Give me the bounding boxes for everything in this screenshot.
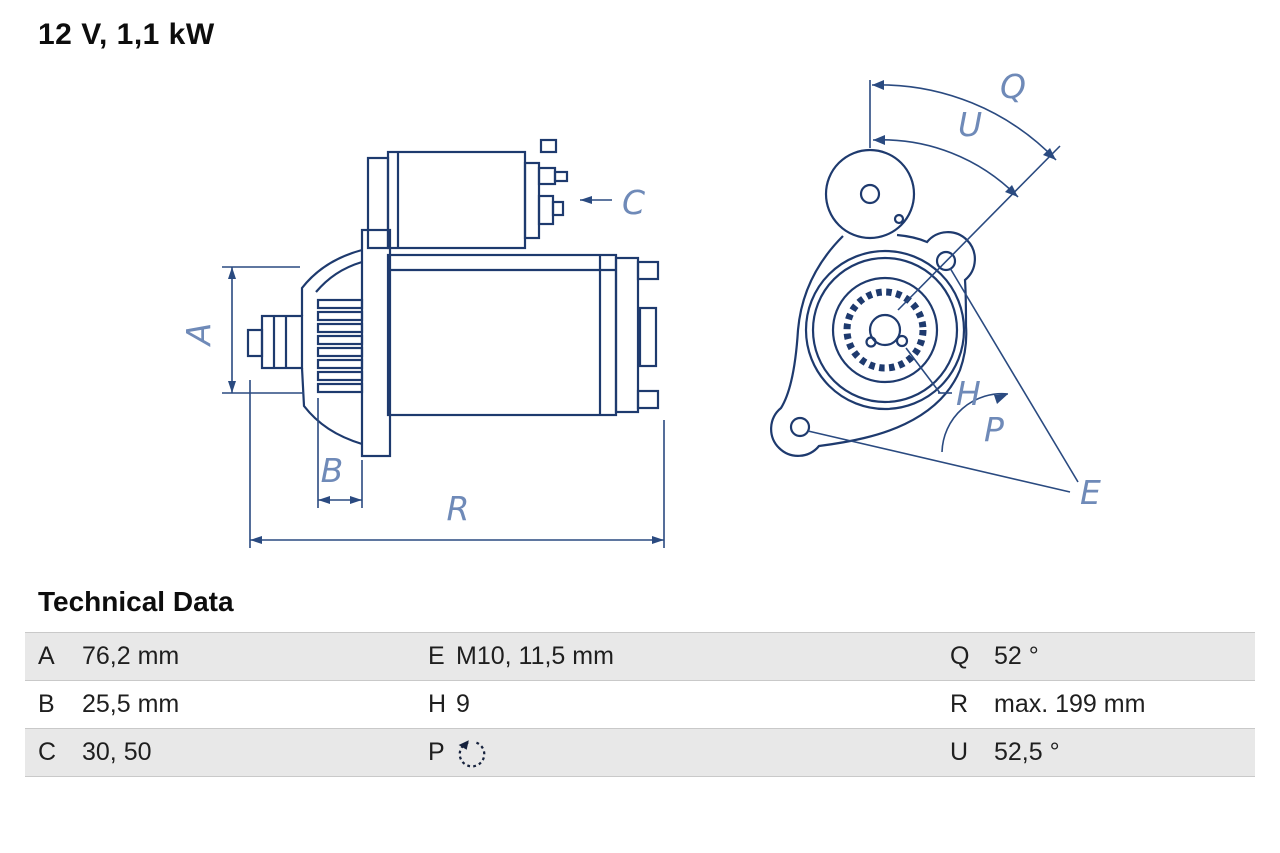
pointer-h xyxy=(905,347,952,394)
gear-ring xyxy=(843,288,927,372)
drive-housing xyxy=(300,248,363,446)
dim-label-c: C xyxy=(622,183,645,222)
pointer-e-lines xyxy=(807,267,1079,493)
angle-u-arc xyxy=(872,135,1019,198)
dim-label-p: P xyxy=(984,410,1004,449)
param-value: 76,2 mm xyxy=(82,642,180,670)
param-key: H xyxy=(428,690,447,718)
table-cell-h: H 9 xyxy=(415,681,937,728)
bolt-hole-lower xyxy=(789,416,811,438)
param-value: 9 xyxy=(456,690,470,718)
dim-label-a: A xyxy=(179,323,218,348)
mount-flange xyxy=(360,228,392,458)
param-value: M10, 11,5 mm xyxy=(456,642,614,670)
mounting-plate xyxy=(770,231,976,457)
solenoid xyxy=(366,138,569,250)
bolt-hole-right xyxy=(935,250,957,272)
side-view-dimensions xyxy=(222,196,665,548)
power-rating-title: 12 V, 1,1 kW xyxy=(38,18,215,51)
param-key: A xyxy=(38,642,55,670)
param-key: P xyxy=(428,738,445,766)
front-view xyxy=(770,148,976,457)
table-cell-b: B 25,5 mm xyxy=(25,681,415,728)
param-key: U xyxy=(950,738,969,766)
dimension-a xyxy=(222,266,304,394)
motor-body xyxy=(386,253,660,417)
dim-label-q: Q xyxy=(1000,67,1026,106)
table-cell-q: Q 52 ° xyxy=(937,633,1255,680)
param-key: E xyxy=(428,642,445,670)
dimension-b xyxy=(317,398,363,508)
param-key: Q xyxy=(950,642,970,670)
param-key: B xyxy=(38,690,55,718)
table-cell-c: C 30, 50 xyxy=(25,729,415,776)
dimension-r xyxy=(249,380,665,548)
dim-label-e: E xyxy=(1080,473,1101,512)
technical-data-table: A 76,2 mm E M10, 11,5 mm Q 52 ° B 25,5 m… xyxy=(25,632,1255,777)
table-row: C 30, 50 P U 52,5 ° xyxy=(25,729,1255,777)
table-cell-p: P xyxy=(415,729,937,776)
table-row: A 76,2 mm E M10, 11,5 mm Q 52 ° xyxy=(25,633,1255,681)
param-value xyxy=(456,737,488,769)
param-value: 30, 50 xyxy=(82,738,152,766)
angle-reference-lines xyxy=(869,80,1061,311)
param-value: max. 199 mm xyxy=(994,690,1146,718)
angle-q-arc xyxy=(871,80,1057,161)
param-key: C xyxy=(38,738,57,766)
table-cell-a: A 76,2 mm xyxy=(25,633,415,680)
rotation-counterclockwise-icon xyxy=(458,739,486,768)
table-cell-e: E M10, 11,5 mm xyxy=(415,633,937,680)
dim-label-h: H xyxy=(956,374,981,413)
starter-motor-technical-drawing: A B R C xyxy=(179,67,1101,548)
param-value: 25,5 mm xyxy=(82,690,180,718)
param-key: R xyxy=(950,690,969,718)
side-view xyxy=(246,138,660,458)
bearing-rings xyxy=(804,249,966,411)
param-value: 52 ° xyxy=(994,642,1039,670)
table-row: B 25,5 mm H 9 R max. 199 mm xyxy=(25,681,1255,729)
top-ear xyxy=(824,148,916,240)
table-cell-u: U 52,5 ° xyxy=(937,729,1255,776)
dim-label-r: R xyxy=(447,489,470,528)
table-cell-r: R max. 199 mm xyxy=(937,681,1255,728)
dim-label-b: B xyxy=(321,451,344,490)
param-value: 52,5 ° xyxy=(994,738,1060,766)
dim-label-u: U xyxy=(958,105,982,144)
rotation-p-arc xyxy=(941,392,1009,453)
front-view-dimensions xyxy=(807,80,1079,493)
terminal-c-arrow xyxy=(580,196,612,204)
technical-data-heading: Technical Data xyxy=(38,586,234,617)
pinion-gear xyxy=(246,298,364,394)
